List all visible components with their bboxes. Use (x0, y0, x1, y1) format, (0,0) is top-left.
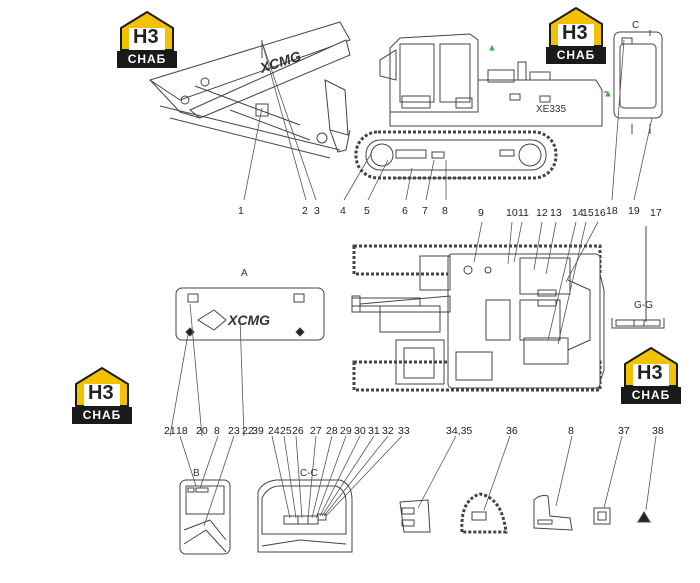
callout: 17 (650, 207, 662, 219)
logo-mark: H3 (562, 22, 588, 44)
house-icon (549, 6, 603, 47)
callout: 37 (618, 425, 630, 437)
callout: 1 (238, 205, 244, 217)
excavator-body: XE335 (379, 33, 611, 127)
callout: 21 (164, 425, 176, 437)
callout: 8 (214, 425, 220, 437)
house-icon (75, 366, 129, 407)
callout: 5 (364, 205, 370, 217)
callout: 27 (310, 425, 322, 437)
logo-name: СНАБ (117, 51, 177, 68)
rear-door-c (613, 30, 663, 134)
leader-lines (169, 39, 657, 527)
callouts: 1 2 3 4 5 6 7 8 18 19 9 10 11 12 13 14 1… (164, 20, 664, 479)
section-gg (611, 226, 665, 329)
door-b (179, 479, 231, 555)
callout: 34,35 (446, 425, 472, 437)
snab-logo-2: H3 СНАБ (546, 6, 606, 64)
house-icon (120, 10, 174, 51)
callout: 33 (398, 425, 410, 437)
counterweight-brand-text: XCMG (227, 312, 270, 328)
house-icon (624, 346, 678, 387)
callout: 18 (176, 425, 188, 437)
callout: 22 (242, 425, 254, 437)
callout: 13 (550, 207, 562, 219)
excavator-boom: XCMG (148, 21, 351, 159)
part-37 (593, 507, 611, 525)
callout: 30 (354, 425, 366, 437)
callout: 32 (382, 425, 394, 437)
section-label-gg: G-G (634, 300, 653, 311)
callout: 4 (340, 205, 346, 217)
callout: 39 (252, 425, 264, 437)
callout: 12 (536, 207, 548, 219)
callout: 7 (422, 205, 428, 217)
section-label-cc: C-C (300, 468, 318, 479)
body-model-text: XE335 (536, 104, 566, 115)
logo-name: СНАБ (546, 47, 606, 64)
logo-name: СНАБ (72, 407, 132, 424)
callout: 15 (582, 207, 594, 219)
callout: 2 (302, 205, 308, 217)
snab-logo-4: H3 СНАБ (621, 346, 681, 404)
callout: 24 (268, 425, 280, 437)
callout: 19 (628, 205, 640, 217)
callout: 10 (506, 207, 518, 219)
part-38 (637, 511, 651, 523)
callout: 8 (568, 425, 574, 437)
callout: 31 (368, 425, 380, 437)
logo-mark: H3 (637, 362, 663, 384)
callout: 8 (442, 205, 448, 217)
callout: 25 (280, 425, 292, 437)
callout: 9 (478, 207, 484, 219)
section-label-b: B (193, 468, 200, 479)
callout: 18 (606, 205, 618, 217)
cab-side-cc (257, 479, 353, 553)
callout: 6 (402, 205, 408, 217)
excavator-track-side (354, 130, 558, 180)
counterweight-a: XCMG (175, 287, 325, 341)
part-36 (460, 492, 508, 534)
callout: 20 (196, 425, 208, 437)
callout: 36 (506, 425, 518, 437)
part-34-35 (399, 499, 431, 533)
snab-logo-3: H3 СНАБ (72, 366, 132, 424)
section-label-a: A (241, 268, 248, 279)
callout: 14 (572, 207, 584, 219)
callout: 38 (652, 425, 664, 437)
logo-mark: H3 (88, 382, 114, 404)
callout: 28 (326, 425, 338, 437)
callout: 26 (292, 425, 304, 437)
part-8 (533, 495, 573, 531)
callout: 16 (594, 207, 606, 219)
logo-name: СНАБ (621, 387, 681, 404)
logo-mark: H3 (133, 26, 159, 48)
excavator-top-view (351, 244, 605, 392)
callout: 3 (314, 205, 320, 217)
section-label-c: C (632, 20, 639, 31)
snab-logo-1: H3 СНАБ (117, 10, 177, 68)
callout: 29 (340, 425, 352, 437)
callout: 11 (518, 207, 529, 219)
callout: 23 (228, 425, 240, 437)
